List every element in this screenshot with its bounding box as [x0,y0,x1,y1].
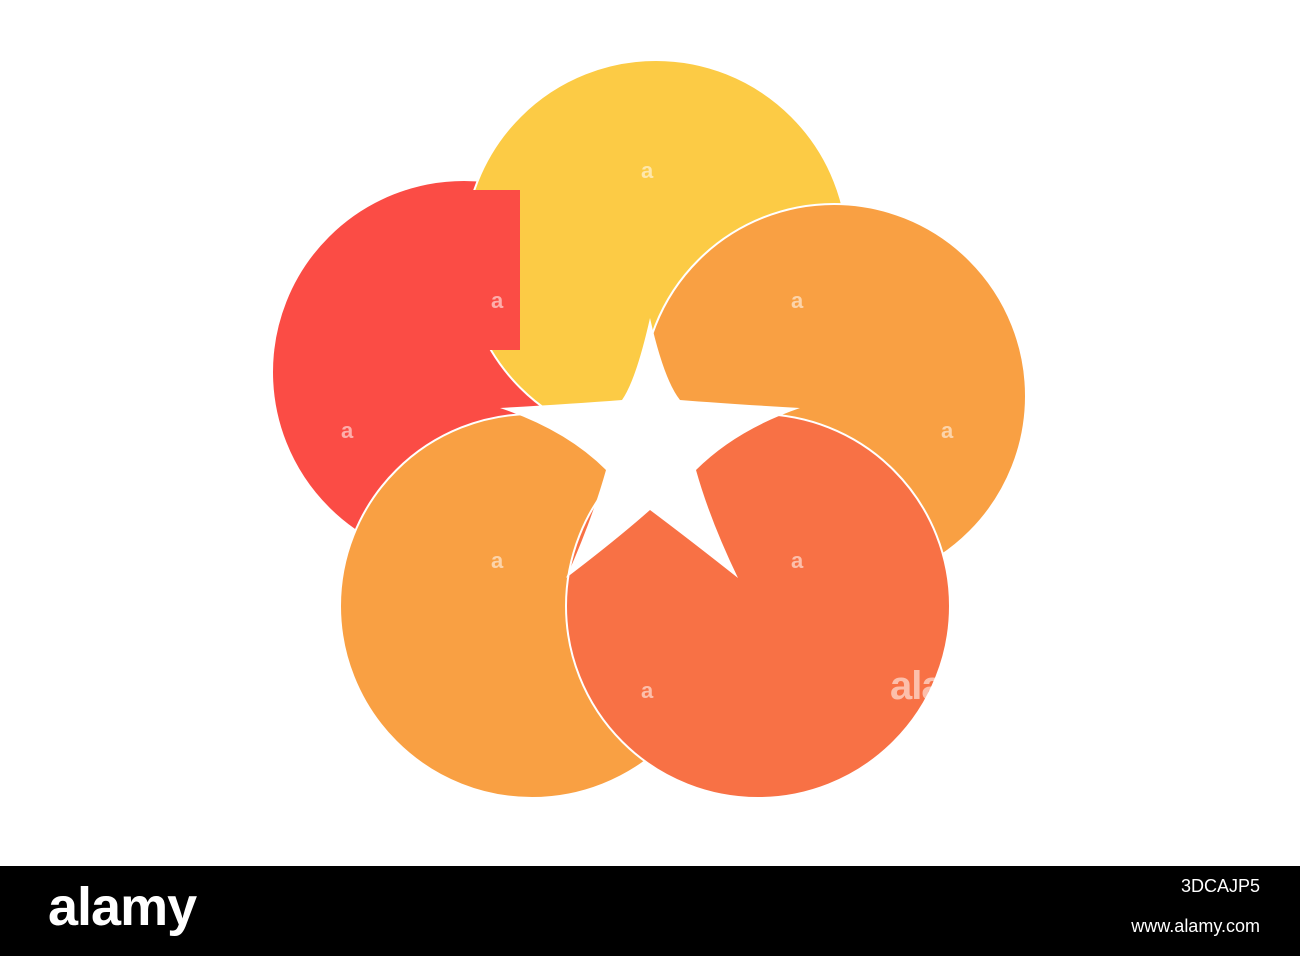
site-url-label: www.alamy.com [1131,916,1260,936]
petal-group [271,59,1027,799]
footer-bar: alamy 3DCAJP5 www.alamy.com [0,866,1300,956]
flower-svg [271,59,1027,799]
brand-logo: alamy [48,877,197,937]
center-star [500,318,800,578]
petal-left-overlap [272,190,520,350]
image-id-label: 3DCAJP5 [1180,876,1260,896]
five-circle-flower-diagram: a a a a a a a a ala [271,59,1027,799]
